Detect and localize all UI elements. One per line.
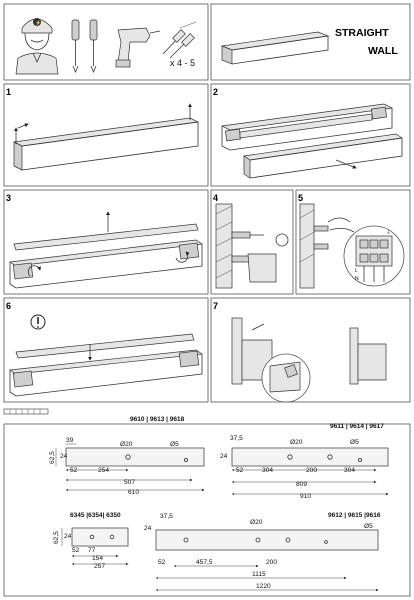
step-7-panel: 7 xyxy=(210,297,411,403)
earth-icon: ⏚ xyxy=(386,229,391,236)
product-panel: STRAIGHT WALL xyxy=(210,3,411,81)
dimension-drawing-910: 9611 | 9614 | 9617 37,5 Ø20 Ø5 24 52 304… xyxy=(220,423,389,500)
screwdriver-icon xyxy=(71,19,80,74)
model-codes: 9611 | 9614 | 9617 xyxy=(330,423,384,430)
dim-label: 62,5 xyxy=(49,451,56,464)
dim-label: 24 xyxy=(144,525,152,532)
step-4-panel: 4 xyxy=(210,189,294,295)
step-6-panel: 6 xyxy=(3,297,209,403)
dim-label: 52 xyxy=(72,547,80,554)
dim-label: 37,5 xyxy=(160,513,173,520)
dim-label: 52 xyxy=(236,467,244,474)
dim-label: 200 xyxy=(266,559,277,566)
dim-label: Ø20 xyxy=(250,519,263,526)
step-number: 2 xyxy=(213,87,218,97)
electrician-icon: ⚡ xyxy=(15,18,59,75)
scale-ruler xyxy=(3,408,49,415)
dim-label: 52 xyxy=(70,467,78,474)
step-number: 7 xyxy=(213,301,218,311)
dim-label: 77 xyxy=(88,547,96,554)
dim-label: 24 xyxy=(220,453,228,460)
title-line-1: STRAIGHT xyxy=(335,27,389,39)
terminal-label-n: N xyxy=(355,276,359,282)
dim-label: 52 xyxy=(158,559,166,566)
tools-panel: ⚡ x 4 - 5 xyxy=(3,3,209,81)
svg-text:⚡: ⚡ xyxy=(35,20,41,27)
screw-plug-icon xyxy=(162,21,197,59)
dim-label: 1115 xyxy=(252,571,266,578)
warning-icon xyxy=(30,314,46,330)
screw-quantity: x 4 - 5 xyxy=(170,58,195,68)
luminaire-illustration xyxy=(220,31,330,65)
step-number: 3 xyxy=(6,193,11,203)
dim-label: 809 xyxy=(296,481,307,488)
model-codes: 9612 | 9615 |9616 xyxy=(328,512,381,519)
dim-label: 200 xyxy=(306,467,317,474)
wall-hatching xyxy=(215,205,233,279)
step-3-panel: 3 xyxy=(3,189,209,295)
terminal-block-zoom: L N ⏚ xyxy=(343,225,405,287)
step-1-panel: 1 xyxy=(3,83,209,187)
dimension-drawing-610: 9610 | 9613 | 9618 39 Ø20 Ø5 62,5 24 52 … xyxy=(49,416,205,496)
dim-label: 910 xyxy=(300,493,311,500)
model-codes: 6345 |6354| 6350 xyxy=(70,512,121,519)
dim-label: 304 xyxy=(344,467,355,474)
dim-label: Ø5 xyxy=(350,439,359,446)
dim-label: 1220 xyxy=(256,583,271,590)
dim-label: 154 xyxy=(92,555,103,562)
dim-label: 254 xyxy=(98,467,109,474)
screwdriver-icon xyxy=(89,19,98,74)
dimension-drawing-1220: 9612 | 9615 |9616 37,5 Ø20 24 Ø5 52 457,… xyxy=(144,512,381,592)
step-number: 5 xyxy=(298,193,303,203)
dim-label: 37,5 xyxy=(230,435,243,442)
dim-label: Ø20 xyxy=(290,439,303,446)
step-number: 4 xyxy=(213,193,218,203)
step-5-panel: 5 L N ⏚ xyxy=(295,189,411,295)
model-codes: 9610 | 9613 | 9618 xyxy=(130,416,185,423)
title-line-2: WALL xyxy=(368,45,398,57)
dim-label: 507 xyxy=(124,479,135,486)
dim-label: 62,5 xyxy=(53,531,60,544)
dim-label: 24 xyxy=(64,533,72,540)
terminal-label-l: L xyxy=(355,268,358,274)
dim-label: 24 xyxy=(60,453,68,460)
dim-label: 457,5 xyxy=(196,559,213,566)
dim-label: Ø5 xyxy=(170,441,179,448)
step-2-panel: 2 xyxy=(210,83,411,187)
step-number: 1 xyxy=(6,87,11,97)
dim-label: 610 xyxy=(128,489,139,496)
dim-label: 257 xyxy=(94,563,105,570)
dim-label: Ø20 xyxy=(120,441,133,448)
dim-label: 39 xyxy=(66,437,74,444)
step-number: 6 xyxy=(6,301,11,311)
dimension-drawing-257: 6345 |6354| 6350 62,5 24 52 77 154 257 xyxy=(53,512,129,570)
zoom-detail xyxy=(261,353,311,403)
dim-label: Ø5 xyxy=(364,523,373,530)
drill-icon xyxy=(115,27,161,68)
dim-label: 304 xyxy=(262,467,273,474)
